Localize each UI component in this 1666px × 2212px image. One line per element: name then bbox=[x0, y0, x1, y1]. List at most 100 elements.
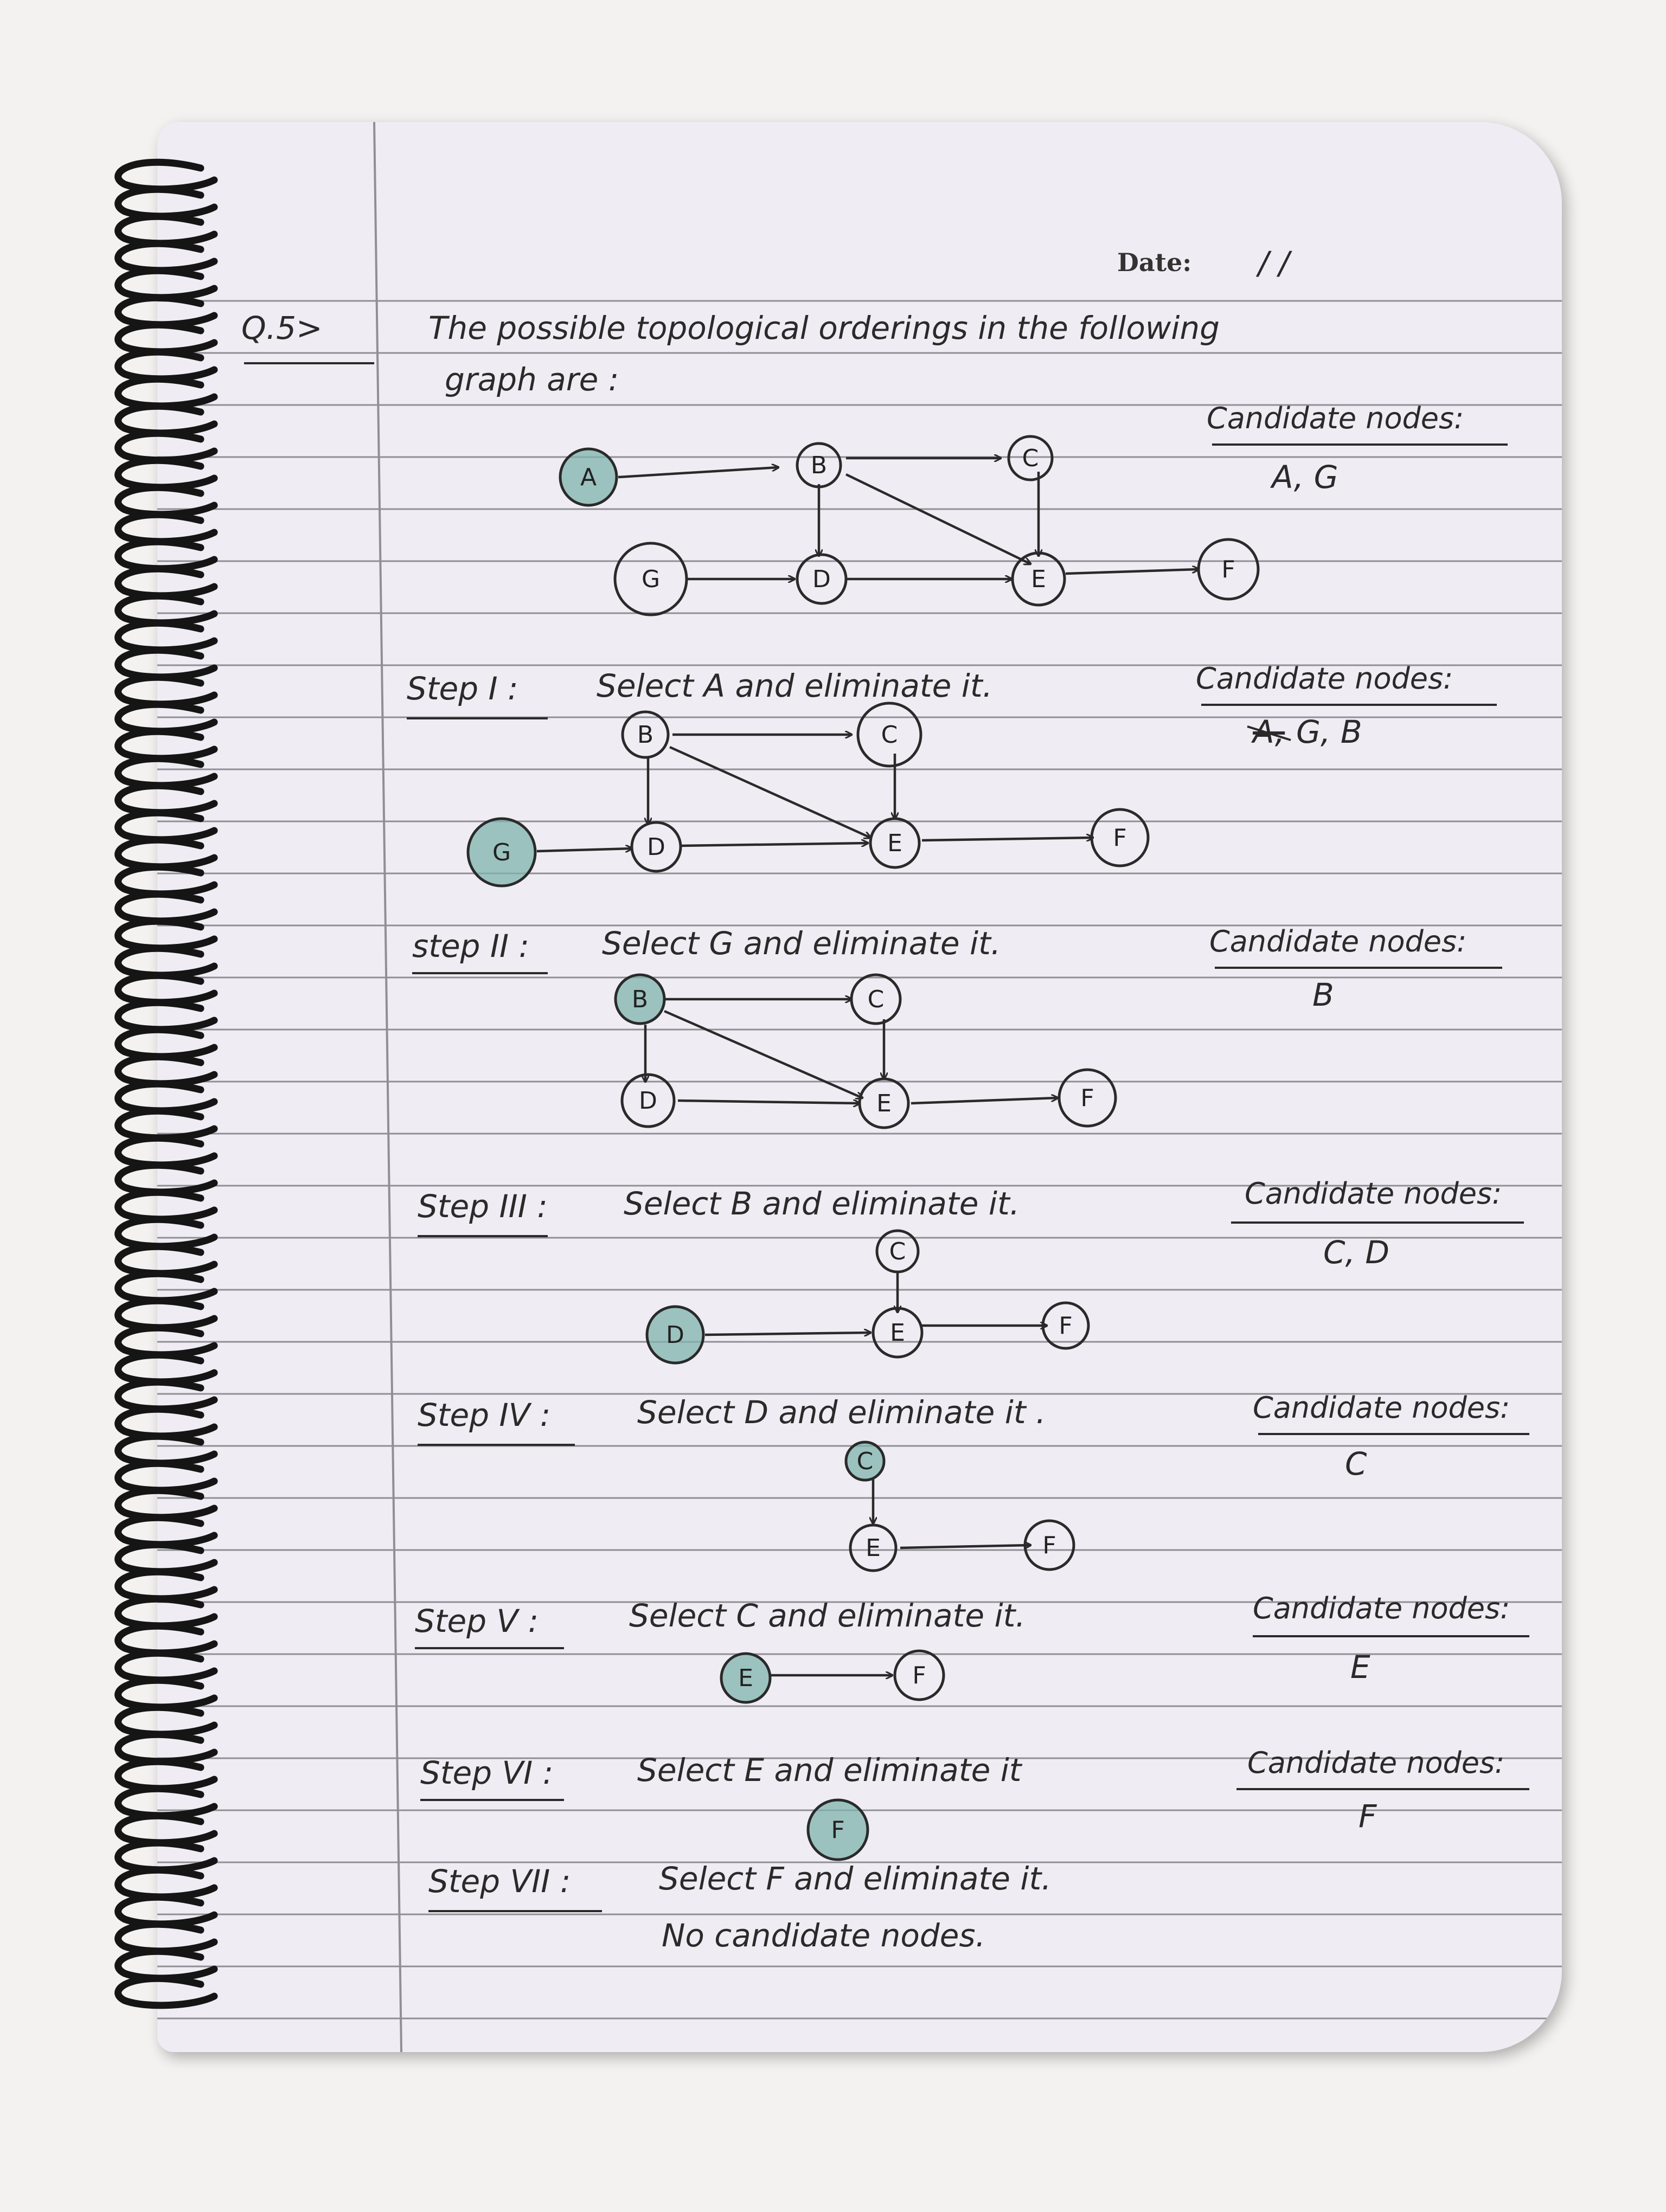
node-d: D bbox=[630, 821, 682, 873]
initial-candidates: A, G bbox=[1270, 459, 1338, 496]
node-b: B bbox=[614, 973, 666, 1025]
step-2-text: Select G and eliminate it. bbox=[602, 925, 1001, 962]
spiral-coil bbox=[114, 267, 218, 301]
step-4-label: Step IV : bbox=[418, 1397, 550, 1433]
svg-text:E: E bbox=[866, 1534, 881, 1562]
step-3-candidate-label: Candidate nodes: bbox=[1245, 1176, 1502, 1211]
node-e: E bbox=[872, 1307, 924, 1359]
svg-text:E: E bbox=[1031, 565, 1046, 593]
node-d: D bbox=[620, 1073, 676, 1128]
edge-d-e bbox=[680, 843, 868, 847]
spiral-coil bbox=[114, 1595, 218, 1630]
spiral-coil bbox=[114, 1975, 218, 2009]
node-e: E bbox=[869, 817, 921, 869]
spiral-coil bbox=[114, 755, 218, 789]
node-e: E bbox=[720, 1652, 772, 1704]
spiral-coil bbox=[114, 1107, 218, 1142]
step-6-graph: F bbox=[806, 1798, 869, 1861]
svg-text:G: G bbox=[642, 565, 660, 593]
spiral-coil bbox=[114, 1649, 218, 1684]
spiral-coil bbox=[114, 673, 218, 708]
svg-text:G: G bbox=[492, 839, 511, 866]
node-c: C bbox=[850, 973, 902, 1025]
step-1-graph: B C G D E F bbox=[466, 702, 1150, 888]
svg-text:C: C bbox=[1022, 445, 1039, 472]
spiral-coil bbox=[114, 1405, 218, 1440]
spiral-coil bbox=[114, 1270, 218, 1304]
node-f: F bbox=[1058, 1068, 1117, 1128]
step-1-strike bbox=[1247, 725, 1291, 741]
date-value: / / bbox=[1255, 245, 1292, 281]
step-1-candidates: G, B bbox=[1296, 713, 1362, 750]
spiral-coil bbox=[114, 1243, 218, 1277]
step-7-text: Select F and eliminate it. bbox=[659, 1860, 1052, 1897]
spiral-coil bbox=[114, 1026, 218, 1060]
step-4-candidates: C bbox=[1345, 1445, 1367, 1482]
spiral-coil bbox=[114, 1839, 218, 1874]
svg-text:F: F bbox=[1080, 1084, 1094, 1112]
svg-text:C: C bbox=[881, 721, 898, 749]
spiral-coil bbox=[114, 1459, 218, 1494]
spiral-coil bbox=[114, 375, 218, 410]
spiral-coil bbox=[114, 1568, 218, 1603]
spiral-coil bbox=[114, 1920, 218, 1955]
svg-text:D: D bbox=[639, 1087, 657, 1115]
spiral-coil bbox=[114, 944, 218, 979]
node-d: D bbox=[645, 1305, 705, 1365]
spiral-coil bbox=[114, 592, 218, 627]
step-5-candidates: E bbox=[1350, 1649, 1370, 1686]
edge-e-f bbox=[1065, 569, 1199, 575]
question-line-1: The possible topological orderings in th… bbox=[428, 310, 1220, 346]
step-7-label: Step VII : bbox=[428, 1863, 571, 1900]
svg-text:D: D bbox=[647, 833, 665, 861]
step-3-candidates: C, D bbox=[1323, 1234, 1389, 1271]
step-3-label: Step III : bbox=[418, 1188, 548, 1225]
spiral-coil bbox=[114, 213, 218, 247]
spiral-coil bbox=[114, 294, 218, 329]
spiral-coil bbox=[114, 185, 218, 220]
edge-e-f bbox=[921, 838, 1093, 842]
spiral-coil bbox=[114, 1866, 218, 1901]
edge-e-f bbox=[911, 1098, 1058, 1105]
spiral-coil bbox=[114, 1188, 218, 1223]
spiral-coil bbox=[114, 1676, 218, 1711]
node-f: F bbox=[1197, 538, 1260, 601]
spiral-coil bbox=[114, 809, 218, 844]
step-6-candidate-label: Candidate nodes: bbox=[1247, 1746, 1504, 1780]
edge-g-d bbox=[536, 848, 632, 851]
svg-text:E: E bbox=[876, 1090, 892, 1117]
step-3-text: Select B and eliminate it. bbox=[624, 1185, 1020, 1222]
spiral-coil bbox=[114, 240, 218, 274]
node-c: C bbox=[856, 702, 922, 768]
node-g: G bbox=[613, 542, 688, 616]
node-f: F bbox=[1041, 1301, 1090, 1350]
step-4-candidate-label: Candidate nodes: bbox=[1253, 1391, 1510, 1425]
svg-text:C: C bbox=[868, 986, 885, 1013]
node-g: G bbox=[466, 817, 537, 888]
svg-text:F: F bbox=[912, 1662, 926, 1689]
svg-text:E: E bbox=[738, 1664, 753, 1692]
step-4-graph: C E F bbox=[844, 1441, 1075, 1572]
spiral-coil bbox=[114, 1893, 218, 1928]
svg-text:E: E bbox=[890, 1319, 905, 1347]
step-1-label: Step I : bbox=[407, 670, 518, 707]
node-b: B bbox=[796, 442, 842, 488]
node-e: E bbox=[849, 1523, 898, 1572]
edge-b-e bbox=[669, 745, 870, 838]
svg-text:F: F bbox=[1221, 556, 1235, 583]
initial-candidate-label: Candidate nodes: bbox=[1207, 401, 1464, 435]
spiral-coil bbox=[114, 1622, 218, 1657]
spiral-coil bbox=[114, 646, 218, 681]
spiral-coil bbox=[114, 158, 218, 193]
spiral-coil bbox=[114, 1351, 218, 1386]
spiral-coil bbox=[114, 700, 218, 735]
node-f: F bbox=[893, 1649, 945, 1701]
spiral-coil bbox=[114, 972, 218, 1006]
step-5-graph: E F bbox=[720, 1649, 945, 1704]
spiral-coil bbox=[114, 429, 218, 464]
node-a: A bbox=[559, 447, 618, 507]
spiral-coil bbox=[114, 1758, 218, 1792]
spiral-coil bbox=[114, 863, 218, 898]
svg-text:F: F bbox=[1113, 824, 1126, 852]
